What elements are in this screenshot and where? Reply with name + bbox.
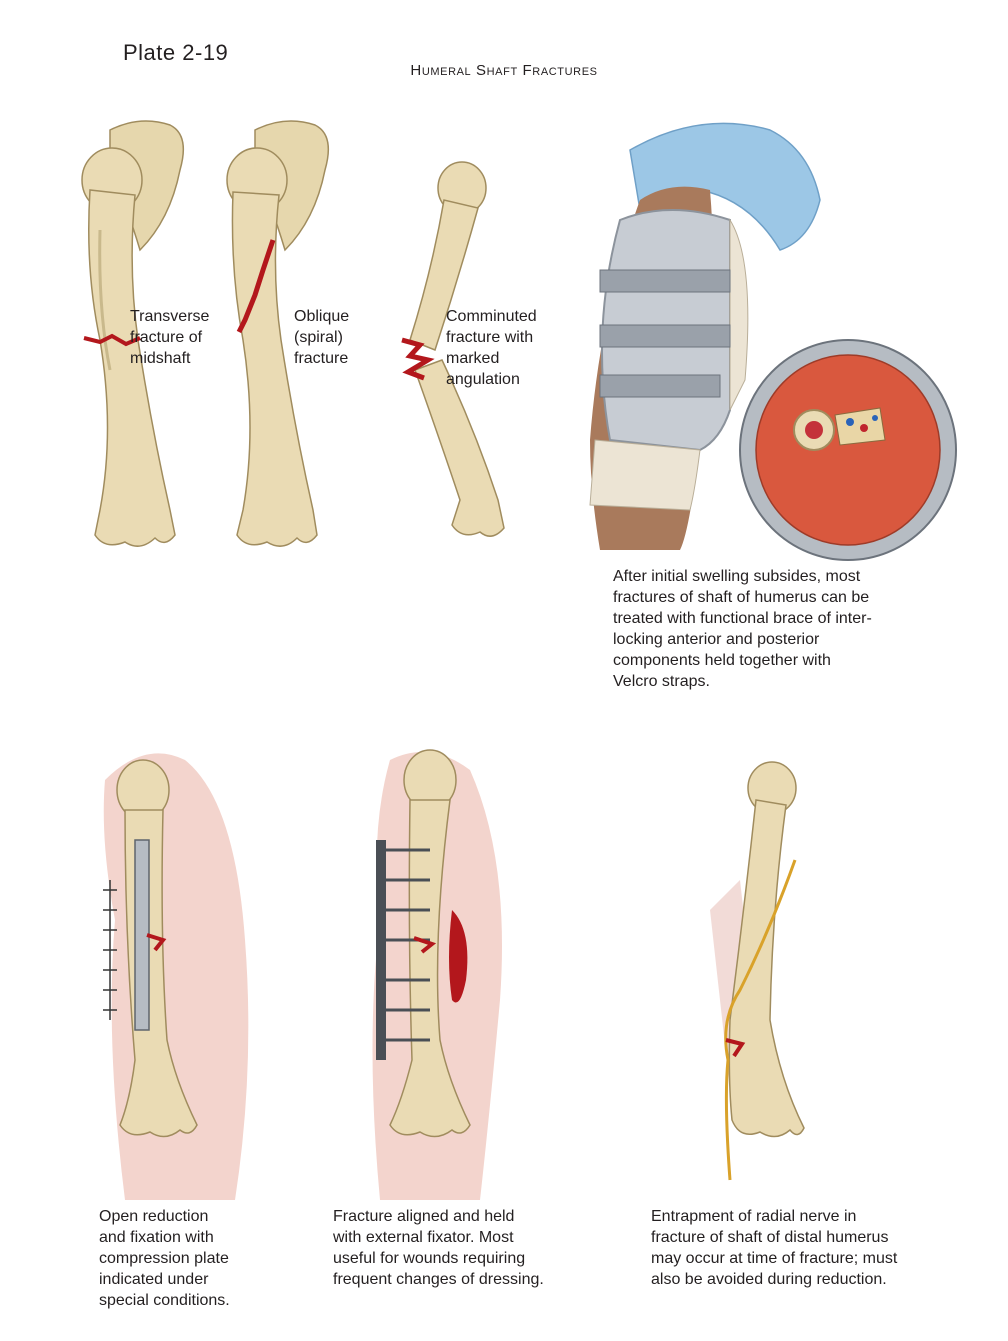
humerus-upper-shaft	[409, 199, 479, 351]
comminuted-fracture-illustration	[401, 161, 505, 537]
velcro-strap-3	[599, 374, 721, 398]
plate-number: Plate 2-19	[123, 40, 229, 65]
fracture-line	[146, 933, 167, 952]
cross-section-muscle	[755, 354, 941, 546]
fracture-line	[83, 333, 141, 347]
humerus-lower-shaft	[414, 359, 505, 537]
caption-external-fixator: Fracture aligned and held with external …	[333, 1208, 544, 1288]
page-title: Humeral Shaft Fractures	[410, 62, 598, 79]
compression-plate-illustration	[103, 753, 249, 1200]
fracture-line	[413, 936, 437, 954]
label-comminuted: Comminuted fracture with marked angulati…	[446, 308, 537, 388]
functional-brace-illustration	[589, 122, 957, 561]
radial-nerve-illustration	[710, 761, 805, 1181]
label-oblique: Oblique (spiral) fracture	[294, 308, 350, 367]
sutures	[103, 880, 117, 1020]
lower-stockinette	[589, 439, 701, 511]
velcro-strap-1	[599, 269, 731, 293]
caption-radial-nerve: Entrapment of radial nerve in fracture o…	[651, 1208, 898, 1288]
fracture-line	[236, 239, 276, 334]
transverse-fracture-illustration	[81, 120, 185, 547]
oblique-fracture-illustration	[226, 120, 330, 547]
stockinette	[729, 218, 749, 411]
fixator-pins	[386, 848, 430, 1042]
caption-compression-plate: Open reduction and fixation with compres…	[99, 1208, 230, 1309]
humerus-shaft	[728, 799, 805, 1138]
humerus-shaft	[231, 191, 318, 547]
label-transverse: Transverse fracture of midshaft	[130, 308, 210, 367]
wound	[449, 910, 468, 1003]
velcro-strap-2	[599, 324, 731, 348]
fracture-line	[725, 1038, 746, 1058]
neurovascular-bundle	[834, 407, 886, 446]
compression-plate	[134, 839, 150, 1031]
humerus-shaft	[389, 799, 471, 1138]
caption-brace: After initial swelling subsides, most fr…	[613, 568, 872, 690]
fracture-fragments	[401, 337, 435, 381]
external-fixator-illustration	[372, 749, 502, 1200]
fixator-rod	[376, 840, 386, 1060]
radial-nerve	[724, 859, 797, 1181]
